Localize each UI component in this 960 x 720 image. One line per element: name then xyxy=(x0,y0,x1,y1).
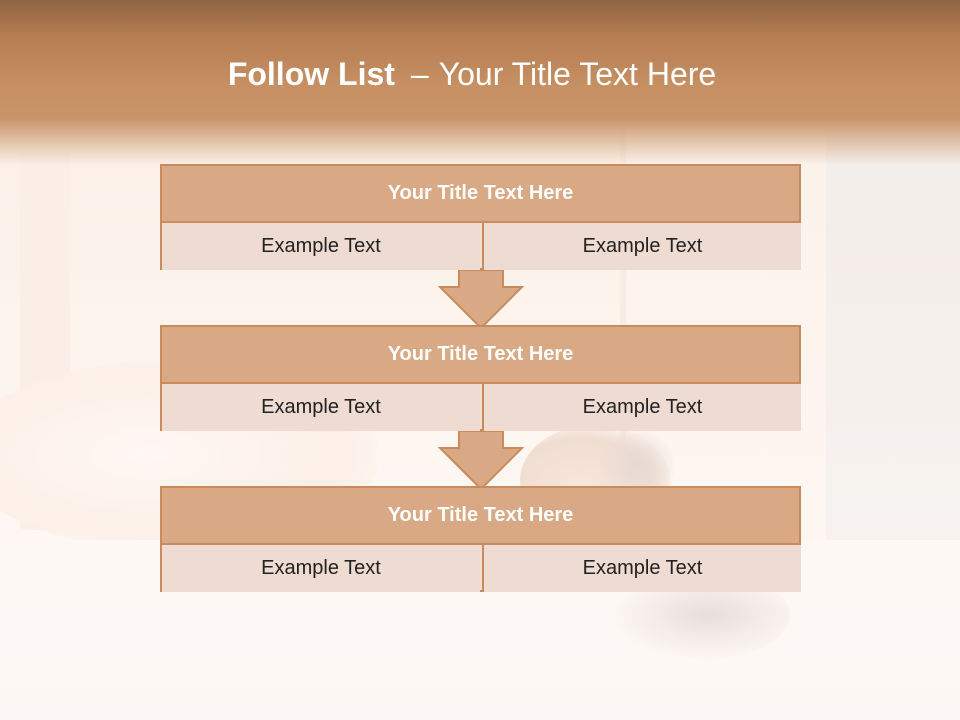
follow-step-1: Your Title Text Here Example Text Exampl… xyxy=(160,164,801,270)
page-title-rest: Your Title Text Here xyxy=(438,56,717,92)
step-title: Your Title Text Here xyxy=(162,166,799,223)
step-right-text: Example Text xyxy=(482,384,801,431)
page-title: Follow List–Your Title Text Here xyxy=(0,56,944,93)
step-title: Your Title Text Here xyxy=(162,327,799,384)
step-left-text: Example Text xyxy=(162,545,480,592)
step-right-text: Example Text xyxy=(482,545,801,592)
step-title: Your Title Text Here xyxy=(162,488,799,545)
page-title-bold: Follow List xyxy=(227,56,395,92)
down-arrow-icon xyxy=(438,431,524,491)
step-left-text: Example Text xyxy=(162,384,480,431)
step-left-text: Example Text xyxy=(162,223,480,270)
background-wall xyxy=(826,130,960,550)
step-right-text: Example Text xyxy=(482,223,801,270)
down-arrow-icon xyxy=(438,270,524,330)
follow-step-3: Your Title Text Here Example Text Exampl… xyxy=(160,486,801,592)
follow-step-2: Your Title Text Here Example Text Exampl… xyxy=(160,325,801,431)
header-band xyxy=(0,0,960,165)
page-title-separator: – xyxy=(410,56,429,92)
